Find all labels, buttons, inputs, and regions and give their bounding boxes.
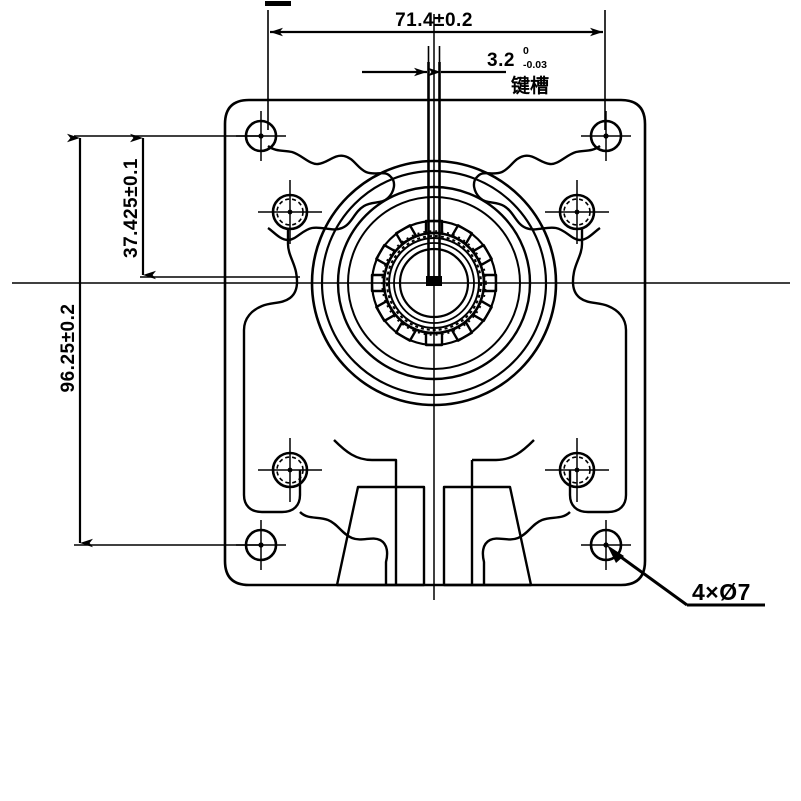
dim-keyway-label: 3.2	[487, 50, 515, 71]
hole-callout-label: 4×Ø7	[692, 579, 751, 605]
inner-boss-bottom-right	[545, 438, 609, 502]
hub-circle-3	[336, 185, 532, 381]
mounting-hole-bottom-right	[581, 520, 631, 570]
keyway-slot	[426, 62, 442, 286]
bore-circle	[398, 247, 470, 319]
pump-body-outline	[223, 98, 647, 587]
spline-texture-ring	[386, 235, 482, 331]
dim-top-width-label: 71.4±0.2	[395, 10, 473, 31]
lower-pocket-left	[299, 511, 389, 585]
dim-left-outer-label: 96.25±0.2	[58, 304, 79, 393]
central-lower-window	[333, 439, 535, 585]
keyway-note-label: 键槽	[510, 74, 549, 97]
rib-left-outer	[242, 470, 302, 514]
hub-outer-circle	[310, 159, 558, 407]
hub-circle-2	[320, 169, 548, 397]
inner-boss-top-left	[258, 180, 322, 244]
lower-rect-window-left	[335, 485, 426, 587]
lower-pocket-right	[481, 511, 571, 585]
cast-web-right	[472, 145, 601, 242]
hole-callout-leader	[607, 545, 765, 607]
cast-web-left	[267, 145, 396, 242]
rib-right-outer	[568, 470, 628, 514]
rib-left	[242, 228, 299, 495]
hub-circle-4	[347, 196, 521, 370]
dim-left-inner-label: 37.425±0.1	[121, 158, 142, 258]
extension-lines	[74, 10, 606, 546]
dim-keyway-tol-lower: -0.03	[523, 59, 547, 71]
spline-inner-circle	[388, 237, 480, 329]
inner-boss-top-right	[545, 180, 609, 244]
rib-right	[571, 228, 628, 495]
spline-texture-ring-2	[381, 230, 487, 336]
bore-circle-outer	[393, 242, 475, 324]
lower-rect-window-right	[442, 485, 533, 587]
top-margin-tick	[265, 1, 291, 6]
spline-teeth	[370, 219, 498, 347]
inner-boss-bottom-left	[258, 438, 322, 502]
dim-keyway-tol-upper: 0	[523, 45, 529, 57]
mounting-hole-top-right	[581, 111, 631, 161]
